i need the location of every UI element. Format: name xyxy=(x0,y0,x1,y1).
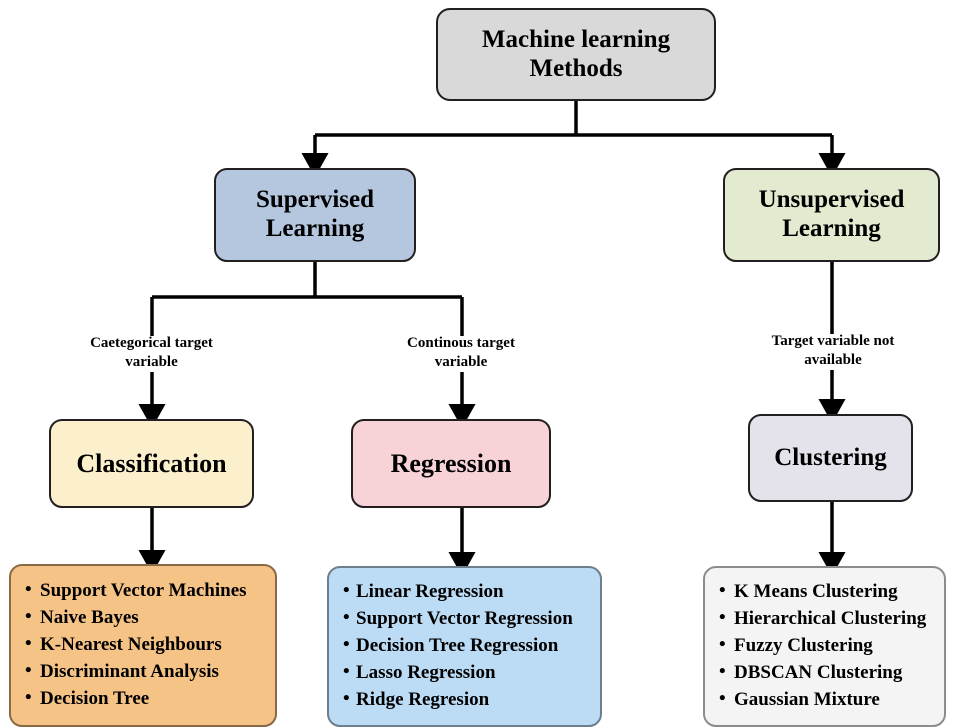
list-item: Discriminant Analysis xyxy=(25,658,263,686)
edge-label-categorical-target-variable: Caetegorical target variable xyxy=(60,334,243,372)
list-item: DBSCAN Clustering xyxy=(719,659,932,687)
node-clustering-label: Clustering xyxy=(774,443,887,471)
node-supervised-line2: Learning xyxy=(265,215,365,242)
list-item: Ridge Regresion xyxy=(343,686,588,714)
clustering-methods-list: K Means Clustering Hierarchical Clusteri… xyxy=(719,578,932,714)
node-regression-label: Regression xyxy=(390,448,512,478)
node-clustering[interactable]: Clustering xyxy=(748,414,913,502)
node-classification-label: Classification xyxy=(76,448,227,478)
list-item: Support Vector Machines xyxy=(25,577,263,605)
list-item: Naive Bayes xyxy=(25,604,263,632)
list-item: K Means Clustering xyxy=(719,578,932,606)
node-regression[interactable]: Regression xyxy=(351,419,551,508)
edge-label-continuous-target-variable: Continous target variable xyxy=(368,334,554,372)
classification-methods-list: Support Vector Machines Naive Bayes K-Ne… xyxy=(25,577,263,713)
leaf-regression-methods: Linear Regression Support Vector Regress… xyxy=(327,566,602,727)
node-supervised-learning[interactable]: Supervised Learning xyxy=(214,168,416,262)
edge-label-categorical-line2: variable xyxy=(125,353,178,370)
list-item: Support Vector Regression xyxy=(343,605,588,633)
list-item: Fuzzy Clustering xyxy=(719,632,932,660)
list-item: Linear Regression xyxy=(343,578,588,606)
node-unsupervised-learning[interactable]: Unsupervised Learning xyxy=(723,168,940,262)
list-item: K-Nearest Neighbours xyxy=(25,631,263,659)
edge-label-notavail-line1: Target variable not xyxy=(771,333,895,349)
node-unsupervised-line2: Learning xyxy=(782,215,881,242)
list-item: Decision Tree Regression xyxy=(343,632,588,660)
node-root-line2: Methods xyxy=(529,54,623,82)
edge-label-notavail-line2: available xyxy=(804,351,862,368)
node-classification[interactable]: Classification xyxy=(49,419,254,508)
edge-label-categorical-line1: Caetegorical target xyxy=(90,335,213,351)
regression-methods-list: Linear Regression Support Vector Regress… xyxy=(343,578,588,714)
node-machine-learning-methods[interactable]: Machine learning Methods xyxy=(436,8,716,101)
list-item: Gaussian Mixture xyxy=(719,686,932,714)
edge-label-target-variable-not-available: Target variable not available xyxy=(740,332,926,370)
list-item: Hierarchical Clustering xyxy=(719,605,932,633)
leaf-classification-methods: Support Vector Machines Naive Bayes K-Ne… xyxy=(9,564,277,727)
list-item: Decision Tree xyxy=(25,685,263,713)
list-item: Lasso Regression xyxy=(343,659,588,687)
node-unsupervised-line1: Unsupervised xyxy=(758,186,905,214)
node-root-line1: Machine learning xyxy=(481,25,671,53)
edge-label-continuous-line1: Continous target xyxy=(407,335,515,351)
leaf-clustering-methods: K Means Clustering Hierarchical Clusteri… xyxy=(703,566,946,727)
node-supervised-line1: Supervised xyxy=(255,186,375,214)
edge-label-continuous-line2: variable xyxy=(434,353,488,370)
